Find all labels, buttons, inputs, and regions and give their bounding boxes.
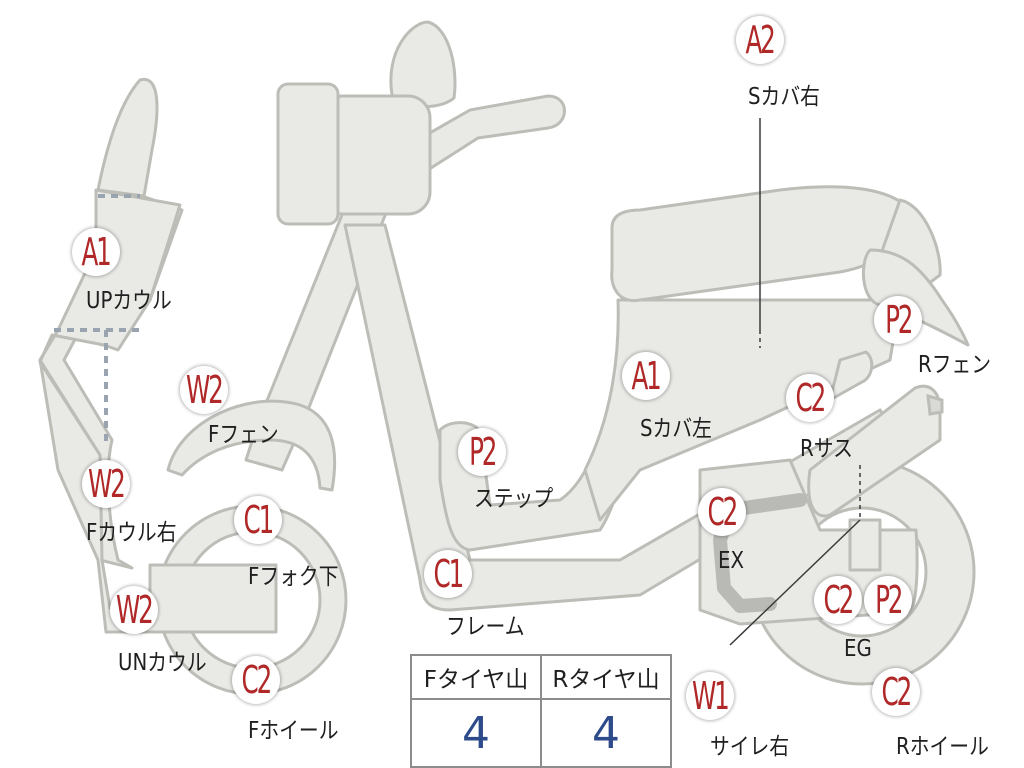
grade-code: P2 [874, 578, 903, 622]
part-label-ffender: Fフェン [208, 422, 279, 448]
rear-fender [861, 248, 970, 347]
grade-badge-ffork-lower: C1 [234, 496, 282, 544]
silencer [807, 384, 942, 518]
grade-badge-eg-extra: P2 [864, 576, 912, 624]
grade-badge-fcowl-right: W2 [82, 460, 130, 508]
grade-badge-ex: C2 [698, 488, 746, 536]
part-label-rfender: Rフェン [918, 352, 992, 378]
part-label-silencer-right: サイレ右 [710, 734, 790, 760]
grade-badge-ffender: W2 [180, 366, 228, 414]
leader-silencer [729, 519, 861, 646]
part-label-rsus: Rサス [800, 436, 853, 462]
grade-code: A1 [631, 354, 662, 398]
part-label-fwheel: Fホイール [248, 718, 339, 744]
part-label-ffork-lower: Fフォク下 [248, 564, 339, 590]
part-label-scover-left: Sカバ左 [640, 416, 712, 442]
grade-code: C2 [823, 578, 855, 622]
handlebar [398, 94, 566, 177]
grade-badge-scover-left: A1 [622, 352, 670, 400]
grade-code: W2 [116, 588, 154, 632]
rear-tire-value: 4 [540, 698, 672, 768]
grade-code: P2 [884, 298, 913, 342]
grade-code: W2 [88, 462, 126, 506]
front-cowl-top [96, 77, 159, 198]
side-cover [583, 298, 902, 522]
grade-code: C2 [241, 658, 273, 702]
part-label-scover-right: Sカバ右 [748, 84, 820, 110]
grade-badge-rwheel: C2 [872, 668, 920, 716]
front-fender [166, 399, 337, 492]
part-label-step: ステップ [474, 486, 554, 512]
grade-badge-upcowl: A1 [72, 228, 120, 276]
seat [610, 185, 908, 303]
grade-code: P2 [468, 430, 497, 474]
part-label-uncowl: UNカウル [118, 650, 207, 676]
part-label-eg: EG [844, 636, 872, 662]
part-label-fcowl-right: Fカウル右 [86, 520, 177, 546]
rear-shock [828, 350, 874, 402]
grade-badge-frame: C1 [424, 550, 472, 598]
grade-code: A1 [81, 230, 112, 274]
headlight [276, 82, 340, 226]
grade-code: C2 [707, 490, 739, 534]
grade-code: C1 [243, 498, 275, 542]
grade-badge-scover-right: A2 [736, 16, 784, 64]
grade-badge-uncowl: W2 [110, 586, 158, 634]
part-label-rwheel: Rホイール [896, 734, 989, 760]
grade-badge-step: P2 [458, 428, 506, 476]
front-tire-header: Fタイヤ山 [410, 654, 542, 700]
grade-badge-eg: C2 [814, 576, 862, 624]
front-tire-value: 4 [410, 698, 542, 768]
grade-badge-silencer-right: W1 [686, 672, 734, 720]
silencer-tip [926, 393, 944, 416]
grade-code: C1 [433, 552, 465, 596]
grade-code: C2 [795, 376, 827, 420]
grade-code: C2 [881, 670, 913, 714]
rear-sus-body [848, 518, 882, 572]
rear-tire-header: Rタイヤ山 [540, 654, 672, 700]
grade-code: W2 [186, 368, 224, 412]
grade-code: W1 [692, 674, 730, 718]
grade-badge-rsus: C2 [786, 374, 834, 422]
tire-tread-table: Fタイヤ山 Rタイヤ山 4 4 [410, 654, 672, 768]
part-label-ex: EX [718, 548, 745, 574]
grade-badge-fwheel: C2 [232, 656, 280, 704]
part-label-upcowl: UPカウル [86, 288, 172, 314]
grade-badge-rfender: P2 [874, 296, 922, 344]
part-label-frame: フレーム [446, 614, 525, 640]
grade-code: A2 [745, 18, 776, 62]
windscreen [389, 20, 457, 109]
